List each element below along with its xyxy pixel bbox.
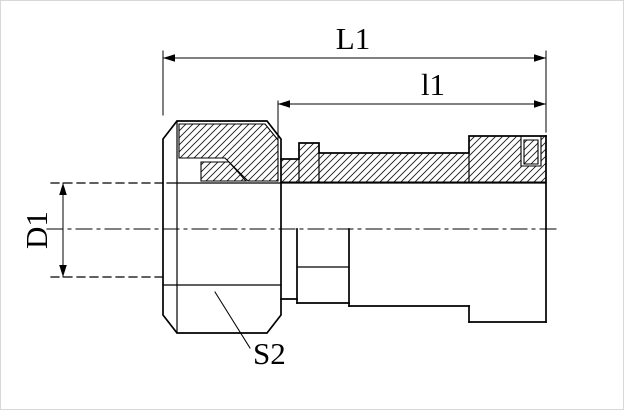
callout-S2: S2 xyxy=(214,291,286,371)
arrowhead-right-icon xyxy=(534,100,546,108)
arrowhead-up-icon xyxy=(59,183,67,195)
swivel-nut-outline xyxy=(162,120,282,334)
ferrule-section xyxy=(200,161,248,182)
leader-line xyxy=(214,291,251,349)
flange-section xyxy=(468,135,547,183)
nut-wall-section xyxy=(178,123,279,182)
dimension-L1: L1 xyxy=(162,21,547,133)
dimension-l1: l1 xyxy=(277,67,547,156)
body-lower-profile xyxy=(280,228,547,323)
rib-section xyxy=(298,142,320,183)
dimension-label-l1: l1 xyxy=(421,67,445,102)
tube-hidden-lines xyxy=(50,182,166,278)
body-section-hatch xyxy=(280,135,547,183)
dimension-label-D1: D1 xyxy=(19,211,54,249)
arrowhead-right-icon xyxy=(534,54,546,62)
arrowhead-left-icon xyxy=(163,54,175,62)
dimension-label-L1: L1 xyxy=(336,21,370,56)
nut-section-hatch xyxy=(178,123,279,182)
groove-insert-section xyxy=(523,139,539,165)
neck-section xyxy=(280,158,300,183)
arrowhead-down-icon xyxy=(59,265,67,277)
dimension-D1: D1 xyxy=(19,182,67,278)
dimension-label-S2: S2 xyxy=(253,336,286,371)
shank-section xyxy=(318,152,470,183)
arrowhead-left-icon xyxy=(278,100,290,108)
